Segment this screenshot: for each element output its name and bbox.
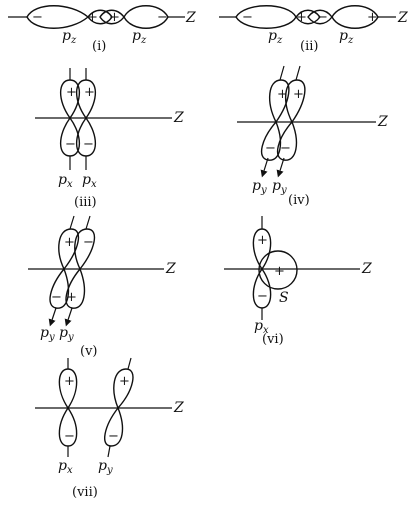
sign-label: + <box>66 290 77 305</box>
panel-iv: + + − − py py Z (iv) <box>237 65 388 208</box>
z-axis-label: Z <box>165 261 176 277</box>
pz-lobe <box>331 5 379 29</box>
sign-label: − <box>257 289 268 304</box>
py-arrow <box>260 157 269 178</box>
sign-label: − <box>64 429 75 444</box>
orbital-label: py <box>272 178 287 196</box>
panel-caption: (vi) <box>262 332 284 347</box>
panel-caption: (vii) <box>72 485 98 500</box>
sign-label: + <box>293 87 304 102</box>
panel-caption: (v) <box>80 344 98 359</box>
panel-caption: (ii) <box>300 39 318 54</box>
sign-label: − <box>317 10 328 25</box>
orbital-label: px <box>58 172 73 190</box>
z-axis-label: Z <box>397 10 408 26</box>
sign-label: + <box>119 374 130 389</box>
sign-label: + <box>87 10 98 25</box>
sign-label: − <box>83 235 94 250</box>
px-lower-lobe <box>75 116 97 157</box>
panel-vi: + + − S px Z (vi) <box>224 216 372 347</box>
sign-label: − <box>242 10 253 25</box>
py-lower-lobe <box>49 267 70 309</box>
orbital-axis <box>85 215 91 230</box>
s-label: S <box>279 290 289 306</box>
z-axis-label: Z <box>173 400 184 416</box>
sign-label: + <box>277 87 288 102</box>
sign-label: + <box>296 10 307 25</box>
orbital-label: py <box>59 325 74 343</box>
orbital-label: py <box>40 325 55 343</box>
orbital-axis <box>279 65 285 81</box>
sign-label: + <box>64 374 75 389</box>
sign-label: − <box>83 137 94 152</box>
py-arrow <box>276 157 285 178</box>
s-orbital <box>258 250 298 290</box>
orbital-label: pz <box>339 28 354 46</box>
py-lower-lobe <box>276 120 298 161</box>
sign-label: − <box>280 141 291 156</box>
z-axis-label: Z <box>361 261 372 277</box>
sign-label: − <box>51 290 62 305</box>
orbital-label: px <box>58 458 73 476</box>
sign-label: − <box>108 429 119 444</box>
orbital-axis <box>69 215 75 230</box>
panel-v: + − − + py py Z (v) <box>28 215 176 359</box>
z-axis-label: Z <box>377 114 388 130</box>
orbital-label: px <box>82 172 97 190</box>
orbital-label: pz <box>132 28 147 46</box>
panel-caption: (iv) <box>288 193 310 208</box>
py-upper-lobe <box>269 79 290 124</box>
z-axis-label: Z <box>173 110 184 126</box>
px-upper-lobe <box>75 79 97 120</box>
pz-lobe <box>295 9 321 25</box>
pz-lobe <box>87 9 113 25</box>
py-arrow <box>64 307 73 327</box>
sign-label: − <box>157 10 168 25</box>
px-lower-lobe <box>252 267 272 309</box>
sign-label: + <box>64 235 75 250</box>
py-upper-lobe <box>285 79 306 124</box>
py-upper-lobe <box>58 228 80 271</box>
px-upper-lobe <box>58 368 78 410</box>
py-upper-lobe <box>113 368 134 410</box>
panel-caption: (iii) <box>74 195 97 210</box>
z-axis-label: Z <box>185 10 196 26</box>
sign-label: + <box>66 85 77 100</box>
px-lower-lobe <box>58 406 78 447</box>
panel-i: − + + − pz pz Z (i) <box>8 5 196 54</box>
orbital-label: py <box>252 178 267 196</box>
orbital-label: py <box>98 458 113 476</box>
sign-label: − <box>65 137 76 152</box>
panel-vii: + + − − px py Z (vii) <box>35 357 184 500</box>
sign-label: + <box>274 264 285 279</box>
panel-caption: (i) <box>92 39 106 54</box>
orbital-axis <box>107 445 111 458</box>
orbital-axis <box>127 357 132 370</box>
pz-lobe <box>235 5 297 29</box>
sign-label: + <box>84 85 95 100</box>
pz-lobe <box>123 5 169 29</box>
sign-label: + <box>109 10 120 25</box>
panel-ii: − + − + pz pz Z (ii) <box>219 5 408 54</box>
py-lower-lobe <box>65 267 86 309</box>
py-lower-lobe <box>103 406 124 447</box>
sign-label: − <box>265 141 276 156</box>
py-arrow <box>48 307 57 327</box>
orbital-label: pz <box>268 28 283 46</box>
py-upper-lobe <box>74 228 96 271</box>
sign-label: − <box>32 10 43 25</box>
orbital-label: pz <box>62 28 77 46</box>
sign-label: + <box>367 10 378 25</box>
panel-iii: + + − − px px Z (iii) <box>35 68 184 210</box>
pz-lobe <box>26 5 90 29</box>
orbital-axis <box>295 65 301 81</box>
sign-label: + <box>257 233 268 248</box>
